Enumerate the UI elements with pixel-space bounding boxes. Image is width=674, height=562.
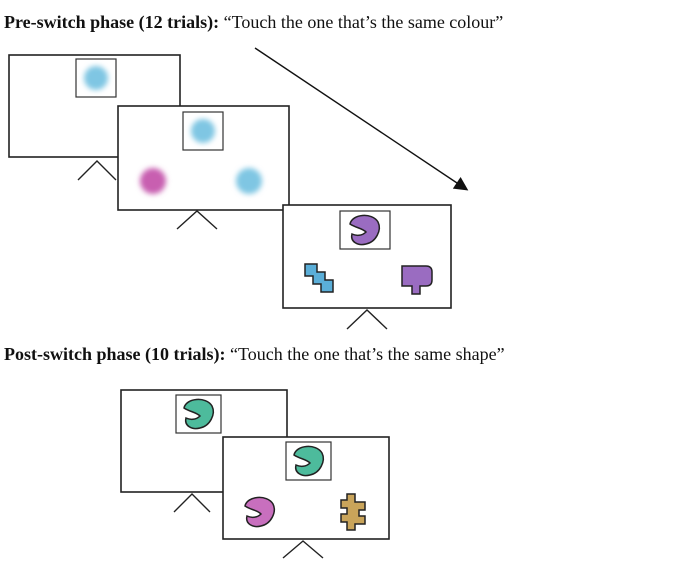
progression-arrow [254,47,469,191]
blue-stimulus-icon [191,119,215,143]
purple-boot-shape-icon [401,265,433,295]
pre-screen-2 [117,105,290,230]
blue-stimulus-icon [84,66,108,90]
pre-switch-title: Pre-switch phase (12 trials): “Touch the… [4,12,503,33]
screen-stand [173,493,211,513]
pink-choice-icon [140,168,166,194]
pre-switch-heading: Pre-switch phase (12 trials): [4,12,220,32]
pre-screen-3 [282,204,452,330]
gold-puzzle-shape-icon [340,493,366,531]
blue-step-shape-icon [304,263,334,293]
screen-stand [346,309,388,330]
pre-switch-instruction: “Touch the one that’s the same colour” [223,12,504,32]
post-switch-title: Post-switch phase (10 trials): “Touch th… [4,344,505,365]
screen-stand [282,540,324,559]
post-switch-heading: Post-switch phase (10 trials): [4,344,226,364]
blue-choice-icon [236,168,262,194]
post-switch-instruction: “Touch the one that’s the same shape” [229,344,505,364]
screen-stand [77,160,117,181]
screen-stand [176,210,218,230]
post-screen-2 [222,436,390,559]
